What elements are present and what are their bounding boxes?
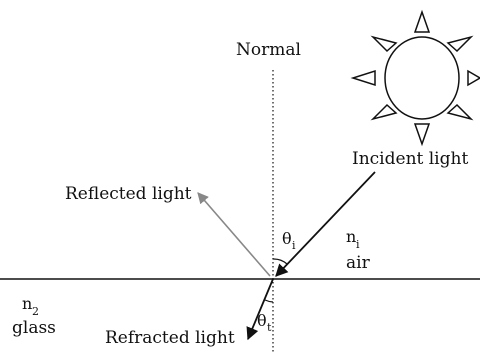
svg-text:θ: θ: [282, 229, 292, 248]
refracted-light-label: Refracted light: [105, 328, 235, 348]
reflected-light-label: Reflected light: [65, 184, 192, 204]
theta-i-arc: [272, 258, 288, 265]
incident-light-label: Incident light: [352, 149, 468, 169]
theta-i-label: θ i: [282, 229, 296, 252]
theta-t-arc: [264, 299, 274, 303]
refracted-ray: [246, 278, 274, 341]
theta-t-label: θ t: [257, 311, 272, 334]
svg-text:2: 2: [32, 305, 39, 318]
svg-text:glass: glass: [12, 318, 56, 338]
svg-text:i: i: [356, 238, 360, 251]
svg-text:t: t: [267, 321, 272, 334]
incident-ray: [275, 171, 376, 277]
svg-text:n: n: [22, 294, 32, 313]
svg-text:i: i: [292, 239, 296, 252]
reflected-ray: [197, 192, 271, 277]
svg-text:n: n: [346, 227, 356, 246]
svg-text:θ: θ: [257, 311, 267, 330]
ni-air-label: n i air: [346, 227, 371, 273]
normal-label: Normal: [236, 40, 301, 60]
sun-icon: [350, 9, 480, 147]
n2-glass-label: n 2 glass: [12, 294, 56, 338]
svg-text:air: air: [346, 253, 371, 273]
